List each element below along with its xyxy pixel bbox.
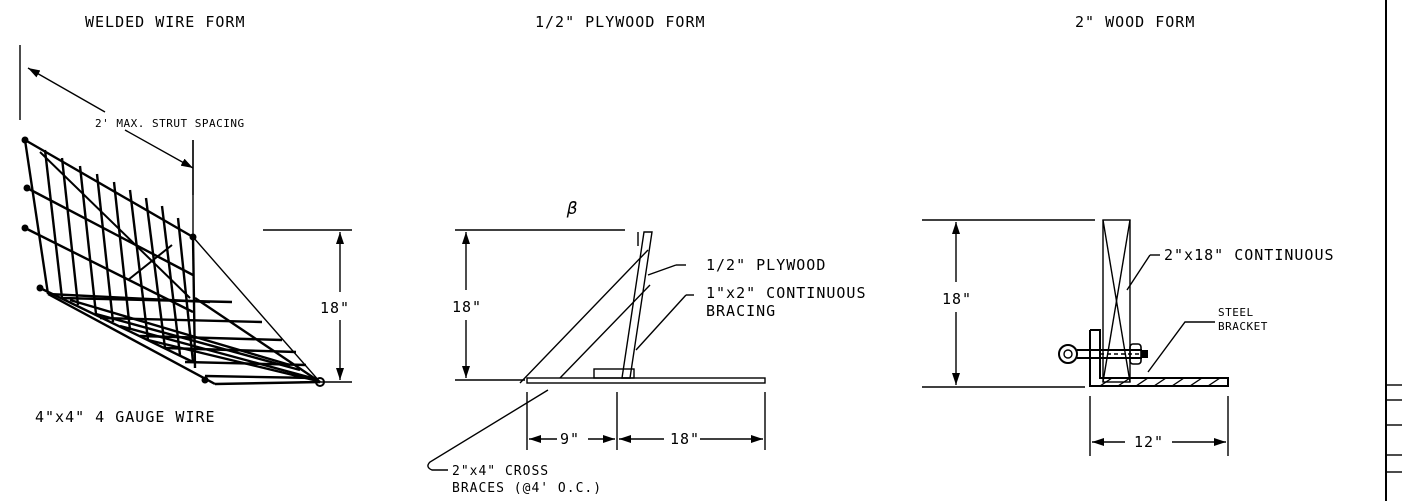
wood-height-dimension [922,219,1095,388]
welded-height-dimension [263,229,352,383]
welded-wire-mesh [21,136,325,387]
title-plywood-form: 1/2" PLYWOOD FORM [535,13,706,31]
plywood-height-label: 18" [452,298,482,316]
plywood-form-drawing [427,231,766,471]
dim-12-label: 12" [1134,433,1164,451]
bracket-label-line1: STEEL [1218,306,1254,319]
title-wood-form: 2" WOOD FORM [1075,13,1195,31]
wood-height-label: 18" [942,290,972,308]
plywood-height-dimension [455,229,625,381]
wood-board-label: 2"x18" CONTINUOUS [1164,246,1335,264]
cross-brace-label-line2: BRACES (@4' O.C.) [452,481,602,496]
bracing-label-line1: 1"x2" CONTINUOUS [706,284,867,302]
cross-brace-label-line1: 2"x4" CROSS [452,464,549,479]
title-welded-wire-form: WELDED WIRE FORM [85,13,246,31]
strut-spacing-label: 2' MAX. STRUT SPACING [95,117,245,130]
plywood-bottom-dimensions [526,392,766,450]
bracing-label-line2: BRACING [706,302,776,320]
dim-18-label: 18" [670,430,700,448]
plywood-label: 1/2" PLYWOOD [706,256,826,274]
title-block-border [1385,0,1402,501]
wood-bottom-dimension [1089,396,1229,456]
dim-9-label: 9" [560,430,580,448]
welded-height-label: 18" [320,299,350,317]
wire-spec-label: 4"x4" 4 GAUGE WIRE [35,408,216,426]
wood-form-drawing [1058,219,1229,387]
strut-spacing-dimension [19,45,194,195]
beta-symbol: β [566,199,577,219]
bracket-label-line2: BRACKET [1218,320,1268,333]
